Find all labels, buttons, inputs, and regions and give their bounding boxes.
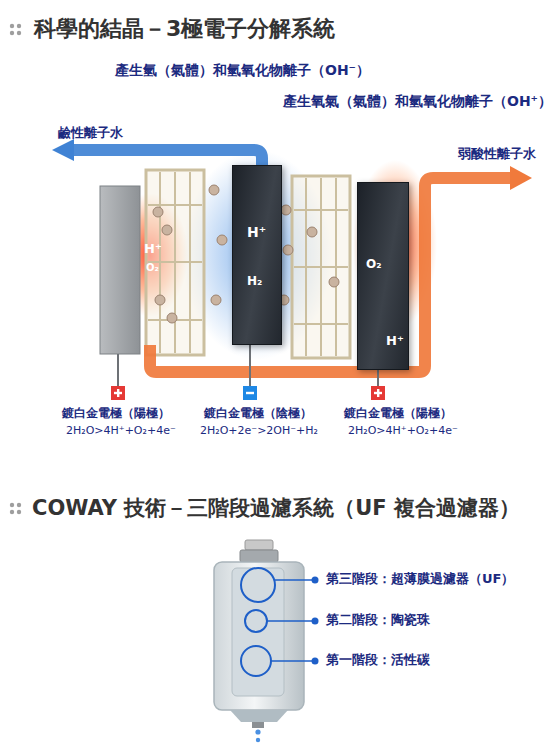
electrode-rod: [117, 354, 119, 386]
bullet-dot: [17, 24, 21, 28]
minus-sign: [246, 392, 254, 394]
reaction-formula: 2H₂O>4H⁺+O₂+4e⁻: [66, 424, 176, 437]
ion-bubble: [281, 205, 291, 215]
electrode-label: 鍍白金電極（陽極）: [62, 406, 170, 420]
leader-line: [271, 660, 312, 662]
leader-dot: [312, 658, 319, 665]
frame-border: [146, 170, 204, 355]
leader-dot: [312, 577, 319, 584]
plus-sign: [374, 392, 382, 394]
reaction-formula: 2H₂O>4H⁺+O₂+4e⁻: [348, 424, 458, 437]
stage-callout: 第一階段：活性碳: [326, 652, 430, 668]
membrane-frame: [292, 176, 350, 358]
ion-label: H⁺: [247, 224, 266, 241]
stage-marker: [241, 568, 275, 602]
frame-rod: [294, 209, 348, 211]
filter-cap: [240, 550, 278, 562]
plus-terminal: [111, 386, 125, 400]
ion-label: O₂: [366, 257, 381, 271]
water-drop: [256, 738, 260, 742]
leader-line: [275, 579, 312, 581]
filter-base: [230, 710, 288, 722]
frame-rod: [148, 204, 202, 206]
bullet-dot: [10, 510, 14, 514]
membrane-frame: [146, 170, 204, 355]
bullet-dot: [10, 503, 14, 507]
filter-cap: [245, 540, 273, 550]
bullet-dot: [10, 31, 14, 35]
terminal-square: [243, 386, 257, 400]
arrow-head: [510, 166, 532, 190]
ion-bubble: [155, 295, 165, 305]
ion-label: H₂: [247, 274, 262, 288]
frame-rod: [294, 266, 348, 268]
ion-bubble: [283, 245, 293, 255]
reaction-formula: 2H₂O+2e⁻>2OH⁻+H₂: [200, 424, 318, 437]
stage-callout: 第二階段：陶瓷珠: [326, 612, 430, 628]
frame-rod: [294, 323, 348, 325]
leader-line: [267, 620, 312, 622]
section-heading: COWAY 技術－三階段過濾系統（UF 複合過濾器）: [32, 496, 520, 521]
leader-dot: [312, 618, 319, 625]
ion-bubble: [167, 313, 177, 323]
filter-cartridge: [214, 540, 319, 742]
arrow-head: [52, 139, 74, 161]
heading-bullet: [10, 503, 21, 514]
terminal-square: [371, 386, 385, 400]
electrode-plate: O₂ H⁺: [357, 182, 409, 370]
ion-bubble: [217, 235, 227, 245]
filter-housing: [214, 562, 304, 710]
stage-marker: [241, 646, 271, 676]
bullet-dot: [10, 24, 14, 28]
electrode-label: 鍍白金電極（陽極）: [344, 406, 452, 420]
electrode-rods: [118, 345, 378, 386]
anode-plate: [100, 186, 140, 354]
frame-border: [292, 176, 350, 358]
plus-terminal: [371, 386, 385, 400]
ion-bubble: [211, 295, 221, 305]
electrode-plate: H⁺ H₂: [232, 165, 282, 345]
ion-bubble: [153, 207, 163, 217]
ion-label: H⁺: [144, 241, 162, 257]
electrode-rod: [249, 345, 251, 386]
ion-bubble: [209, 185, 219, 195]
filter-core: [232, 568, 284, 696]
electrode-rod: [377, 370, 379, 386]
bullet-dot: [17, 503, 21, 507]
ion-label: O₂: [146, 262, 159, 274]
stage-marker: [245, 610, 267, 632]
reaction-note: 產生氧氣（氣體）和氫氧化物離子（OH⁺）: [283, 93, 552, 110]
stage-callout: 第三階段：超薄膜過濾器（UF）: [326, 571, 514, 587]
reaction-note: 產生氫（氣體）和氫氧化物離子（OH⁻）: [115, 62, 370, 79]
electrode-label: 鍍白金電極（陰極）: [204, 406, 312, 420]
ion-bubble: [329, 277, 339, 287]
terminal-square: [111, 386, 125, 400]
filter-nozzle: [252, 722, 264, 728]
minus-terminal: [243, 386, 257, 400]
bullet-dot: [17, 31, 21, 35]
water-drop: [255, 729, 260, 734]
heading-bullet: [10, 24, 21, 35]
acidic-flow-arrow: [150, 178, 512, 372]
ion-label: H⁺: [386, 333, 404, 349]
plus-sign: [114, 392, 122, 394]
flow-label: 鹼性離子水: [58, 125, 123, 141]
ion-bubble: [307, 227, 317, 237]
bullet-dot: [17, 510, 21, 514]
flow-label: 弱酸性離子水: [458, 146, 536, 162]
ion-bubble: [162, 225, 172, 235]
section-heading: 科學的結晶－3極電子分解系統: [34, 16, 335, 42]
